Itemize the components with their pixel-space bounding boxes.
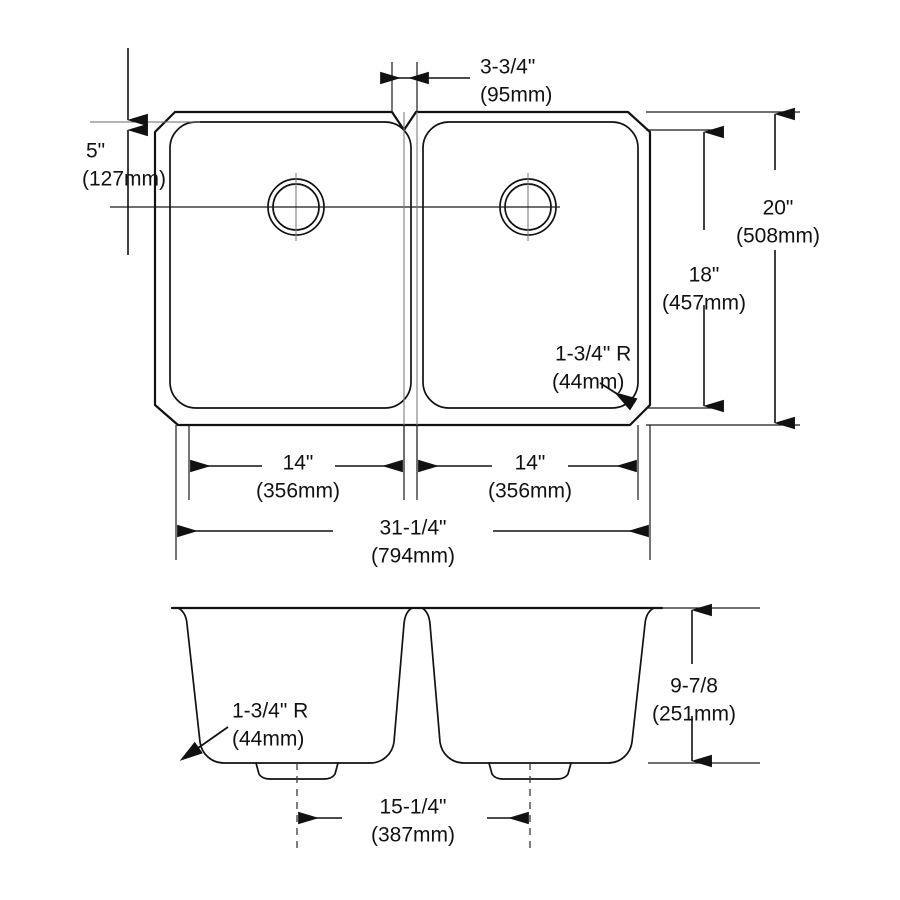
corner-radius-top-imperial: 1-3/4" R <box>555 343 631 366</box>
dimension-overall-width: 31-1/4" (794mm) <box>175 425 651 568</box>
bowl-depth-imperial: 18" <box>689 264 720 287</box>
left-bowl-width-metric: (356mm) <box>256 480 340 503</box>
divider-width-metric: (95mm) <box>480 84 552 107</box>
right-bowl-width-metric: (356mm) <box>488 480 572 503</box>
overall-depth-imperial: 20" <box>763 197 794 220</box>
bowl-depth-metric: (457mm) <box>662 292 746 315</box>
dimension-drain-from-rear: 5" (127mm) <box>82 48 200 255</box>
left-bowl-width-imperial: 14" <box>283 452 314 475</box>
outer-rim-outline <box>153 110 652 427</box>
dimension-overall-depth: 20" (508mm) <box>646 107 820 430</box>
dimension-right-bowl-width: 14" (356mm) <box>416 425 639 503</box>
bowl-height-metric: (251mm) <box>652 703 736 726</box>
top-view-geometry <box>110 110 652 470</box>
drain-spacing-metric: (387mm) <box>371 824 455 847</box>
overall-width-imperial: 31-1/4" <box>380 517 447 540</box>
drain-rear-metric: (127mm) <box>82 168 166 191</box>
overall-depth-metric: (508mm) <box>736 225 820 248</box>
dimension-bowl-depth: 18" (457mm) <box>646 125 746 413</box>
overall-width-metric: (794mm) <box>371 545 455 568</box>
bowl-height-imperial: 9-7/8 <box>670 675 718 698</box>
front-view-geometry <box>170 606 664 848</box>
corner-radius-front-imperial: 1-3/4" R <box>232 700 308 723</box>
callout-corner-radius-front: 1-3/4" R (44mm) <box>179 700 308 761</box>
divider-width-imperial: 3-3/4" <box>480 56 535 79</box>
corner-radius-top-metric: (44mm) <box>552 371 624 394</box>
dimension-left-bowl-width: 14" (356mm) <box>188 425 405 503</box>
drain-rear-imperial: 5" <box>86 140 105 163</box>
dimension-drain-spacing: 15-1/4" (387mm) <box>298 796 529 847</box>
right-bowl-outline <box>422 121 639 409</box>
left-bowl-outline <box>169 121 412 409</box>
corner-radius-front-metric: (44mm) <box>232 728 304 751</box>
dimension-bowl-height: 9-7/8 (251mm) <box>648 603 760 768</box>
callout-corner-radius-top: 1-3/4" R (44mm) <box>552 343 638 411</box>
right-basin-profile <box>421 607 655 764</box>
drain-spacing-imperial: 15-1/4" <box>380 796 447 819</box>
dimension-divider-width: 3-3/4" (95mm) <box>380 56 552 112</box>
right-bowl-width-imperial: 14" <box>515 452 546 475</box>
